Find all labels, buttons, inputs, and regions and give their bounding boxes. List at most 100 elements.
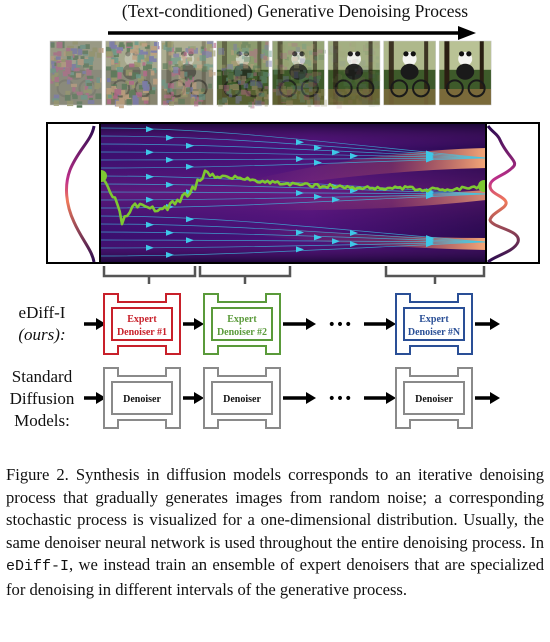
denoising-step-thumbnail: [272, 40, 328, 108]
flow-arrow-head: [306, 318, 316, 330]
streamline-arrow: [350, 230, 358, 237]
streamline: [100, 135, 486, 159]
streamline-arrow: [314, 234, 322, 241]
streamline-arrow: [296, 229, 304, 236]
streamline: [100, 215, 486, 243]
denoising-step-thumbnail: [49, 40, 104, 108]
streamline-arrow: [296, 189, 304, 196]
caption-text-2: , we instead train an ensemble of expert…: [6, 555, 544, 599]
ellipsis: •••: [328, 317, 353, 333]
streamline-arrow: [186, 237, 194, 244]
streamline-arrow: [186, 216, 194, 223]
caption-text-1: Figure 2. Synthesis in diffusion models …: [6, 465, 544, 552]
figure-diagram: (Text-conditioned) Generative Denoising …: [10, 1, 540, 430]
streamline: [100, 157, 486, 161]
denoising-step-thumbnail: [216, 40, 272, 109]
flow-arrow-head: [96, 318, 106, 330]
streamline-arrow: [350, 241, 358, 248]
streamline: [100, 143, 486, 159]
streamline-arrow: [166, 181, 174, 188]
standard-label-3: Models:: [14, 411, 70, 430]
streamline: [100, 191, 486, 195]
denoising-step-thumbnail: [160, 40, 217, 107]
denoiser-label: Denoiser: [123, 394, 161, 405]
streamline: [100, 157, 486, 169]
noise-distribution-panel: [46, 122, 101, 264]
streamline-arrow: [426, 193, 434, 200]
streamline-arrow: [426, 241, 434, 248]
streamline-arrow: [146, 244, 154, 251]
streamline: [100, 239, 486, 243]
streamline-arrow: [166, 229, 174, 236]
denoiser-label: Expert: [127, 314, 157, 325]
flow-arrow-head: [490, 318, 500, 330]
flow-arrow-head: [386, 392, 396, 404]
standard-denoiser-2: Denoiser: [203, 367, 281, 429]
denoiser-label: Denoiser #1: [117, 327, 167, 338]
streamlines: [100, 126, 486, 258]
streamline-arrow: [146, 173, 154, 180]
flow-arrow-head: [386, 318, 396, 330]
streamline: [100, 241, 486, 257]
ellipsis: •••: [328, 391, 353, 407]
streamline-arrow: [350, 152, 358, 159]
streamline-arrow: [296, 156, 304, 163]
denoiser-label: Denoiser: [223, 394, 261, 405]
streamline-arrow: [332, 238, 340, 245]
figure-title: (Text-conditioned) Generative Denoising …: [122, 1, 468, 21]
streamline-arrow: [146, 221, 154, 228]
flow-arrow-head: [194, 318, 204, 330]
streamline-arrow: [296, 246, 304, 253]
data-distribution-panel: [485, 122, 540, 264]
streamline-arrow: [166, 134, 174, 141]
streamline-arrow: [146, 126, 154, 133]
streamline-arrow: [296, 139, 304, 146]
denoiser-label: Expert: [419, 314, 449, 325]
standard-denoiser-1: Denoiser: [103, 367, 181, 429]
standard-denoiser-row: Denoiser Denoiser ••• Denoiser: [84, 367, 500, 429]
denoising-trajectory: [99, 169, 485, 226]
denoiser-label: Denoiser #2: [217, 327, 267, 338]
denoising-step-thumbnail: [383, 40, 436, 106]
streamline-arrow: [166, 156, 174, 163]
streamline-arrow: [146, 149, 154, 156]
streamline-arrow: [314, 193, 322, 200]
streamline-arrow: [186, 163, 194, 170]
denoising-step-thumbnail: [105, 40, 160, 109]
stochastic-process-plot: [95, 122, 490, 264]
denoiser-label: Denoiser #N: [408, 327, 461, 338]
caption-method-name: eDiff-I: [6, 558, 70, 576]
streamline-arrow: [314, 159, 322, 166]
streamline-arrow: [350, 187, 358, 194]
streamline-arrow: [166, 251, 174, 258]
figure-caption: Figure 2. Synthesis in diffusion models …: [6, 464, 544, 602]
streamline-arrow: [186, 142, 194, 149]
denoising-step-thumbnail: [327, 40, 382, 109]
streamline-arrow: [332, 196, 340, 203]
streamline: [100, 231, 486, 243]
standard-label-1: Standard: [12, 367, 73, 386]
standard-denoiser-n: Denoiser: [395, 367, 473, 429]
flow-arrow-head: [96, 392, 106, 404]
denoiser-label: Expert: [227, 314, 257, 325]
streamline: [100, 183, 486, 195]
streamline-arrow: [146, 196, 154, 203]
streamline-arrow: [314, 144, 322, 151]
standard-label-2: Diffusion: [10, 389, 75, 408]
process-arrow-head: [458, 26, 476, 40]
denoiser-label: Denoiser: [415, 394, 453, 405]
ediff-sublabel: (ours):: [18, 325, 65, 344]
image-sequence: [49, 40, 492, 109]
streamline-arrow: [426, 156, 434, 163]
streamline-arrow: [332, 149, 340, 156]
flow-arrow-head: [306, 392, 316, 404]
flow-arrow-head: [490, 392, 500, 404]
denoising-step-thumbnail: [438, 40, 492, 106]
interval-brackets: [102, 266, 486, 284]
ediff-label: eDiff-I: [19, 303, 66, 322]
flow-arrow-head: [194, 392, 204, 404]
